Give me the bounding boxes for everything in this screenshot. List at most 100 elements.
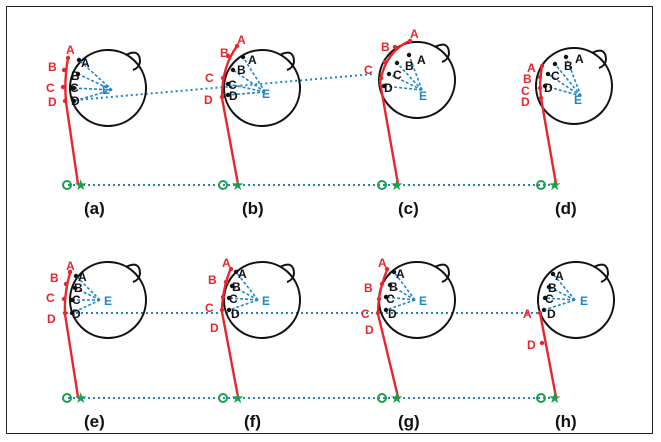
label-e: E [102,83,110,97]
label-d-red: D [210,321,219,335]
blue-ray-d [73,89,113,102]
eye-bump [593,263,610,283]
blue-ray [75,275,101,301]
base-star-marker: ★ [231,178,244,194]
label-a-red: A [523,307,532,321]
eyeball [535,47,613,125]
dot-black [552,61,558,67]
blue-ray [385,299,416,311]
label-c-black: C [393,68,402,82]
dot-red [376,296,382,302]
panel-a: A B C D A B C D E ★ [46,43,147,194]
label-b-red: B [48,60,57,74]
blue-ray-b [77,73,113,91]
dot-black [69,310,75,316]
dot-black [233,269,239,275]
dot-red [407,38,413,44]
dot-black [387,282,393,288]
dot-red [67,269,73,275]
label-c-black: C [229,292,238,306]
panel-b: A B C D A B C D E ★ [204,33,301,194]
label-b-black: B [71,69,80,83]
blue-ray [544,85,582,97]
base-circle-marker [536,180,546,190]
label-a-red: A [237,33,246,47]
label-b-red: B [381,40,390,54]
blue-ray [408,54,423,91]
label-d-black: D [544,81,553,95]
dot-red [61,296,67,302]
base-circle-marker [218,393,228,403]
dot-red [375,310,381,316]
label-e: E [104,294,112,308]
dot-red [537,85,543,91]
label-a-black: A [78,270,87,284]
eyeball [378,41,456,119]
base-star-marker: ★ [74,391,87,407]
dot-black [563,54,569,60]
label-a-red: A [410,27,419,41]
red-arc [539,65,544,99]
label-c-black: C [70,81,79,95]
caption-c: (c) [398,199,419,218]
eye-bump [125,263,142,283]
dot-red [382,59,388,65]
label-b-red: B [208,273,217,287]
label-d-red: D [527,338,536,352]
dot-black [394,60,400,66]
base-circle-marker [377,393,387,403]
caption-a: (a) [84,199,105,218]
red-rod [538,312,558,398]
caption-f: (f) [244,412,261,431]
blue-ray [242,56,266,93]
caption-d: (d) [555,199,577,218]
label-c-red: C [205,71,214,85]
label-d-red: D [48,95,57,109]
dot-red [62,310,68,316]
panel-e: A B C D A B C D E ★ [46,259,147,407]
blue-ray [544,297,576,301]
eye-bump [279,51,296,71]
dot-b-red [61,67,67,73]
dot-black [72,285,78,291]
caption-b: (b) [242,199,264,218]
label-c-black: C [386,292,395,306]
label-a-black: A [555,269,564,283]
red-rod [376,313,400,398]
dot-black [406,52,412,58]
dot-red [219,94,225,100]
blue-ray [388,73,423,91]
label-e: E [262,294,270,308]
red-rod [220,311,240,398]
dot-red [384,266,390,272]
label-d-red: D [204,93,213,107]
label-c-black: C [72,293,81,307]
panel-g: A B C D A B C D E ★ [361,256,456,407]
dot-red [225,53,231,59]
label-b-black: B [389,280,398,294]
label-d-red: D [521,95,530,109]
dot-c-red [60,84,66,90]
dot-black [73,273,79,279]
label-b-red: B [50,271,59,285]
label-d-red: D [47,312,56,326]
dot-black [225,92,231,98]
blue-ray [235,271,259,301]
dot-black [545,71,551,77]
dot-red [539,340,545,346]
blue-ray [228,299,259,311]
base-star-marker: ★ [231,391,244,407]
label-b-black: B [74,281,83,295]
label-b-red: B [364,281,373,295]
label-a-black: A [238,267,247,281]
label-b-black: B [405,59,414,73]
base-circle-marker [62,180,72,190]
label-c-red: C [46,81,55,95]
dot-black [542,295,548,301]
label-c-red: C [205,301,214,315]
dot-black [541,307,547,313]
label-a-red: A [378,256,387,270]
label-c-black: C [545,292,554,306]
label-d-black: D [547,307,556,321]
